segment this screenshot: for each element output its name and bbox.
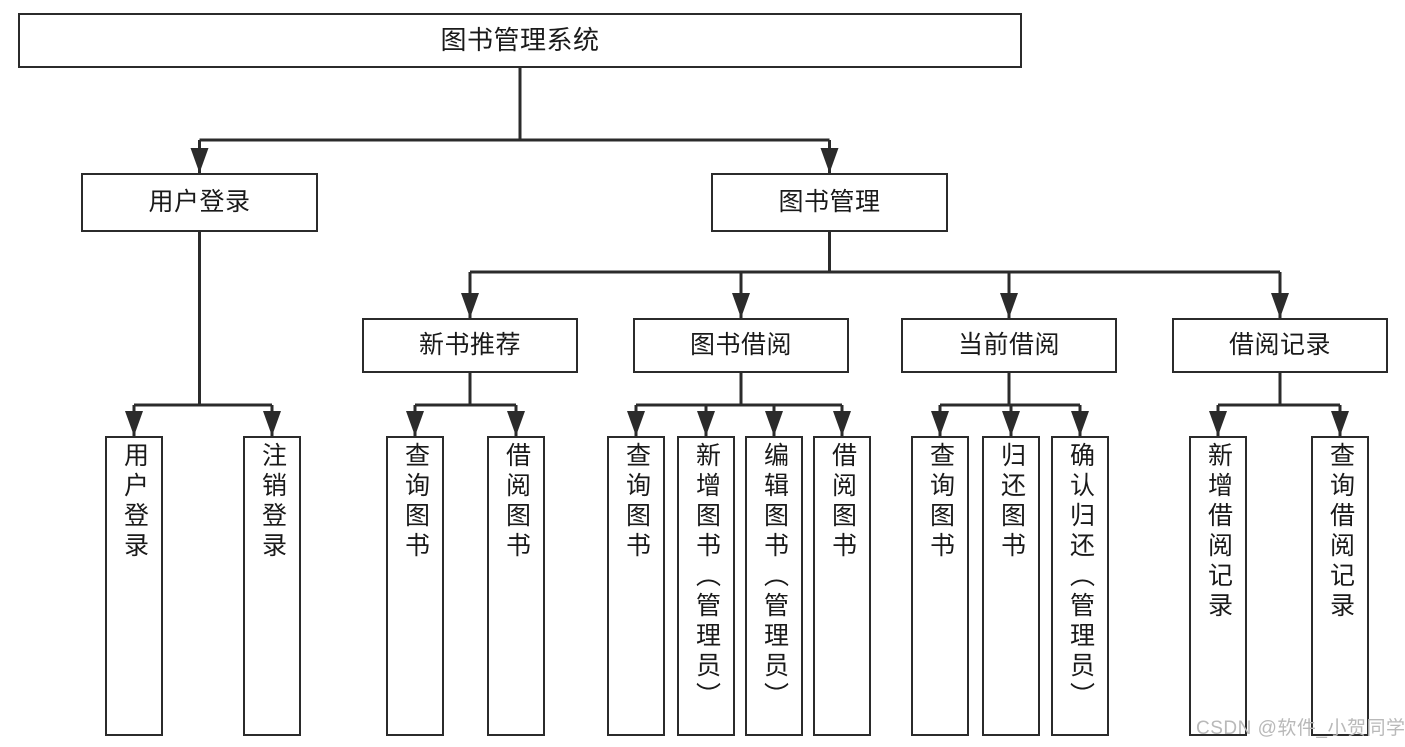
edge-arrowhead-icon [820, 148, 839, 173]
node-label: 图书管理系统 [440, 25, 600, 56]
watermark-label: CSDN @软件_小贺同学 [1196, 718, 1405, 739]
edge-arrowhead-icon [732, 293, 750, 318]
edge-arrowhead-icon [125, 411, 143, 436]
edge-arrowhead-icon [931, 411, 949, 436]
node-leaf-borrow-book-2[interactable]: 借阅图书 [813, 436, 871, 736]
node-leaf-return-book[interactable]: 归还图书 [982, 436, 1040, 736]
node-label: 查询图书 [622, 442, 651, 562]
node-label: 查询图书 [926, 442, 955, 562]
edge-arrowhead-icon [1071, 411, 1089, 436]
node-label: 归还图书 [997, 442, 1026, 562]
node-label: 确认归还（管理员） [1066, 442, 1095, 712]
edge-arrowhead-icon [765, 411, 783, 436]
node-label: 新增图书（管理员） [692, 442, 721, 712]
node-label: 新增借阅记录 [1204, 442, 1233, 622]
node-label: 编辑图书（管理员） [760, 442, 789, 712]
node-book-manage[interactable]: 图书管理 [711, 173, 948, 232]
node-label: 注销登录 [258, 442, 287, 562]
node-label: 查询借阅记录 [1326, 442, 1355, 622]
node-label: 当前借阅 [957, 331, 1060, 359]
node-label: 用户登录 [148, 188, 251, 216]
node-leaf-query-book-3[interactable]: 查询图书 [911, 436, 969, 736]
edge-arrowhead-icon [833, 411, 851, 436]
edge-arrowhead-icon [1209, 411, 1227, 436]
node-label: 用户登录 [120, 442, 149, 562]
edge-arrowhead-icon [263, 411, 281, 436]
node-label: 借阅记录 [1228, 331, 1331, 359]
node-book-borrow[interactable]: 图书借阅 [633, 318, 849, 373]
edge-arrowhead-icon [1002, 411, 1020, 436]
edge-arrowhead-icon [1331, 411, 1349, 436]
node-user-login[interactable]: 用户登录 [81, 173, 318, 232]
node-leaf-user-logout[interactable]: 注销登录 [243, 436, 301, 736]
edge-arrowhead-icon [507, 411, 525, 436]
edge-arrowhead-icon [1000, 293, 1018, 318]
node-label: 查询图书 [401, 442, 430, 562]
node-leaf-query-record[interactable]: 查询借阅记录 [1311, 436, 1369, 736]
edge-arrowhead-icon [190, 148, 209, 173]
node-new-book-rec[interactable]: 新书推荐 [362, 318, 578, 373]
node-leaf-add-book[interactable]: 新增图书（管理员） [677, 436, 735, 736]
node-label: 图书借阅 [689, 331, 792, 359]
node-leaf-edit-book[interactable]: 编辑图书（管理员） [745, 436, 803, 736]
node-leaf-user-login[interactable]: 用户登录 [105, 436, 163, 736]
edge-arrowhead-icon [406, 411, 424, 436]
edge-arrowhead-icon [1271, 293, 1289, 318]
edge-arrowhead-icon [697, 411, 715, 436]
node-leaf-borrow-book-1[interactable]: 借阅图书 [487, 436, 545, 736]
node-leaf-query-book-1[interactable]: 查询图书 [386, 436, 444, 736]
node-leaf-confirm-ret[interactable]: 确认归还（管理员） [1051, 436, 1109, 736]
node-root[interactable]: 图书管理系统 [18, 13, 1022, 68]
edge-arrowhead-icon [461, 293, 479, 318]
node-leaf-add-record[interactable]: 新增借阅记录 [1189, 436, 1247, 736]
node-label: 图书管理 [778, 188, 881, 216]
edge-arrowhead-icon [627, 411, 645, 436]
node-borrow-record[interactable]: 借阅记录 [1172, 318, 1388, 373]
node-label: 新书推荐 [418, 331, 521, 359]
node-label: 借阅图书 [502, 442, 531, 562]
node-leaf-query-book-2[interactable]: 查询图书 [607, 436, 665, 736]
node-current-borrow[interactable]: 当前借阅 [901, 318, 1117, 373]
node-label: 借阅图书 [828, 442, 857, 562]
